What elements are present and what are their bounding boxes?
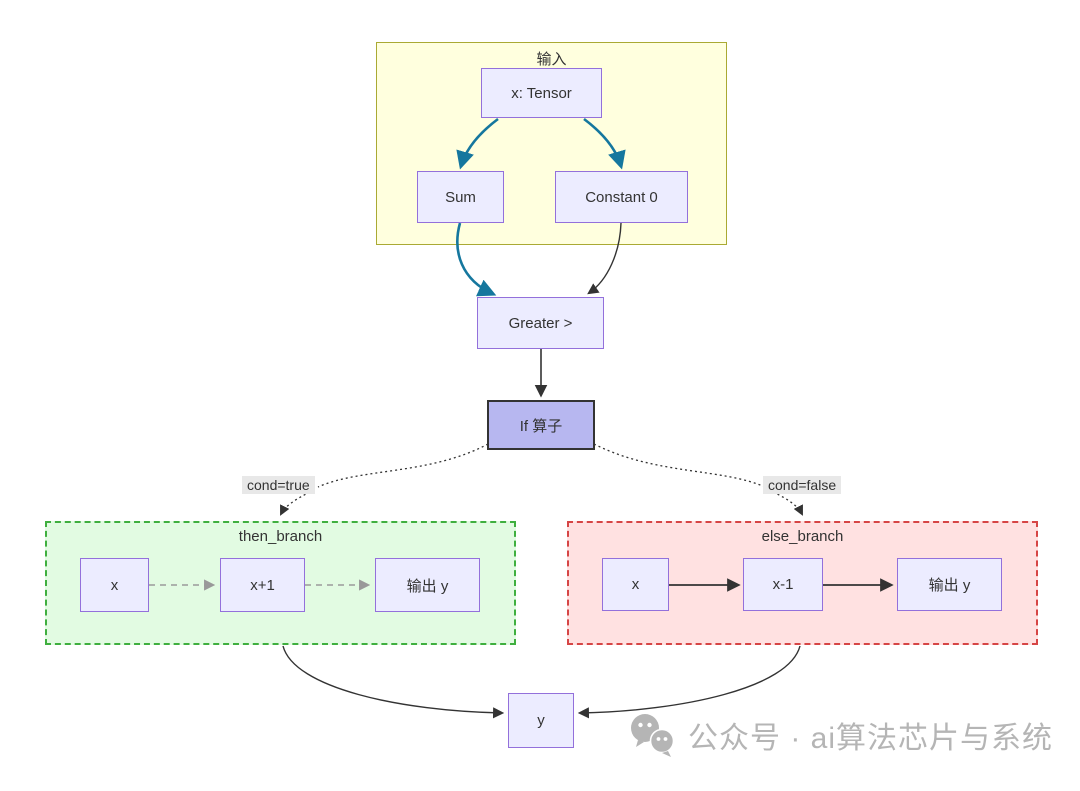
edge-else-to-y [577, 645, 801, 719]
node-y-output-label: y [537, 712, 545, 729]
node-else-x-minus-1-label: x-1 [772, 576, 794, 593]
watermark-text: 公众号 · ai算法芯片与系统 [688, 722, 1054, 755]
node-greater: Greater > [477, 297, 604, 349]
edge-label-cond-false: cond=false [763, 476, 842, 494]
node-then-x-plus-1-label: x+1 [250, 576, 275, 594]
node-constant0-label: Constant 0 [585, 188, 658, 206]
wechat-icon [631, 714, 675, 757]
node-else-x: x [602, 558, 669, 611]
node-then-x-plus-1: x+1 [220, 558, 305, 612]
node-x-tensor: x: Tensor [481, 68, 602, 118]
edge-xtensor-to-sum [456, 117, 499, 170]
node-then-x: x [80, 558, 149, 612]
edge-sum-to-greater [456, 222, 497, 297]
edge-if-to-else-part2 [772, 491, 803, 516]
edge-if-to-then-part1 [317, 443, 489, 488]
node-then-output-y: 输出 y [375, 558, 480, 612]
node-sum-label: Sum [445, 188, 476, 206]
node-if-operator-label: If 算子 [519, 417, 563, 435]
edge-if-to-then-part2 [280, 491, 311, 516]
node-then-x-label: x [110, 576, 119, 594]
input-subgraph-label: 输入 [536, 51, 567, 68]
node-x-tensor-label: x: Tensor [511, 84, 572, 102]
node-constant0: Constant 0 [555, 171, 688, 223]
node-else-output-y-label: 输出 y [928, 577, 971, 594]
else-branch-label: else_branch [761, 528, 844, 545]
node-greater-label: Greater > [508, 314, 573, 332]
node-else-output-y: 输出 y [897, 558, 1002, 611]
node-if-operator: If 算子 [487, 400, 595, 450]
edge-label-cond-true: cond=true [242, 476, 315, 494]
edge-then-to-y [282, 645, 505, 719]
then-branch-label: then_branch [238, 528, 323, 545]
edge-if-to-else-part1 [593, 443, 766, 488]
watermark: 公众号 · ai算法芯片与系统 [628, 712, 1053, 758]
node-else-x-label: x [631, 576, 640, 593]
edge-xtensor-to-constant0 [583, 117, 626, 170]
node-sum: Sum [417, 171, 504, 223]
node-then-output-y-label: 输出 y [406, 577, 449, 595]
edge-constant0-to-greater [587, 222, 622, 295]
node-y-output: y [508, 693, 574, 748]
node-else-x-minus-1: x-1 [743, 558, 823, 611]
